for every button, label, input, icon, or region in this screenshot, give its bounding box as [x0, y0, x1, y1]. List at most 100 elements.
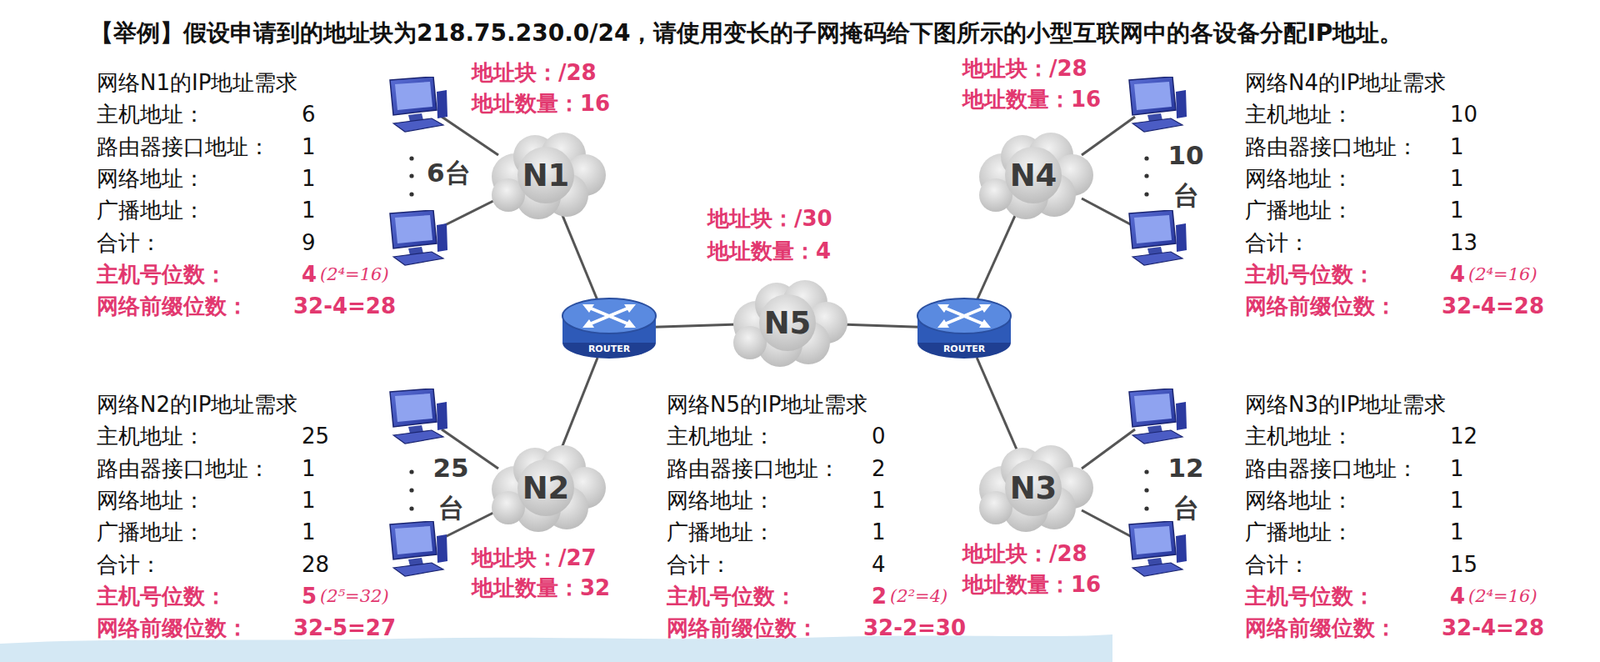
- field-name: 网络地址：: [1245, 487, 1354, 514]
- power-note: (2⁴=16): [1468, 264, 1537, 285]
- panel-heading: 网络N3的IP地址需求: [1245, 391, 1446, 418]
- address-block-note: 地址数量：32: [471, 575, 610, 601]
- field-value: 1: [1450, 134, 1465, 160]
- field-value: 2: [871, 583, 887, 610]
- field-name: 广播地址：: [96, 520, 205, 546]
- network-cloud: N1: [483, 128, 609, 222]
- field-value: 1: [871, 487, 886, 514]
- link-line: [560, 208, 598, 300]
- field-name: 网络前缀位数：: [96, 615, 249, 642]
- field-name: 合计：: [1245, 551, 1310, 578]
- field-value: 12: [1450, 424, 1478, 450]
- router-label: ROUTER: [588, 343, 630, 355]
- field-name: 网络前缀位数：: [96, 294, 249, 320]
- field-name: 主机地址：: [1245, 424, 1354, 450]
- field-name: 路由器接口地址：: [96, 455, 270, 482]
- link-line: [976, 357, 1019, 455]
- field-name: 合计：: [96, 551, 162, 578]
- network-cloud: N4: [970, 128, 1096, 222]
- field-name: 主机号位数：: [96, 261, 227, 288]
- network-cloud: N5: [725, 275, 850, 370]
- router-node: ROUTER: [915, 295, 1013, 361]
- field-value: 4: [1450, 583, 1465, 610]
- field-name: 主机地址：: [1245, 102, 1354, 129]
- address-block-note: 地址数量：4: [707, 238, 831, 265]
- field-name: 网络前缀位数：: [1245, 615, 1397, 642]
- field-value: 1: [301, 198, 316, 225]
- field-value: 1: [1450, 165, 1465, 192]
- network-cloud: N2: [483, 440, 609, 535]
- field-name: 路由器接口地址：: [96, 134, 270, 160]
- field-value: 6: [301, 102, 316, 129]
- leader-lines: [441, 116, 1135, 539]
- field-name: 广播地址：: [1245, 198, 1354, 225]
- link-line: [559, 357, 598, 455]
- field-value: 32-5=27: [293, 615, 396, 642]
- panel-heading: 网络N5的IP地址需求: [666, 391, 868, 418]
- host-count: 12 台: [1164, 447, 1208, 528]
- field-value: 32-4=28: [1441, 294, 1545, 320]
- network-name: N5: [764, 305, 812, 341]
- field-value: 4: [301, 261, 317, 288]
- address-block-note: 地址数量：16: [962, 86, 1101, 113]
- link-line: [977, 208, 1019, 300]
- field-value: 32-4=28: [293, 294, 396, 320]
- field-name: 合计：: [96, 230, 162, 256]
- address-block-note: 地址块：/28: [962, 55, 1088, 82]
- field-name: 路由器接口地址：: [1245, 134, 1419, 160]
- power-note: (2⁴=16): [1468, 585, 1537, 607]
- field-value: 1: [1450, 198, 1465, 225]
- power-note: (2²=4): [890, 585, 948, 607]
- panel-heading: 网络N4的IP地址需求: [1245, 70, 1446, 96]
- field-value: 0: [871, 424, 886, 450]
- link-line: [654, 324, 739, 327]
- field-name: 主机地址：: [96, 102, 205, 129]
- router-label: ROUTER: [943, 343, 985, 355]
- computers: [390, 76, 1187, 576]
- field-value: 1: [301, 165, 316, 192]
- network-name: N1: [522, 157, 570, 194]
- field-name: 网络前缀位数：: [666, 615, 819, 642]
- host-count: 10 台: [1164, 135, 1208, 215]
- field-value: 25: [301, 424, 330, 450]
- field-name: 网络地址：: [96, 487, 205, 514]
- panel-heading: 网络N1的IP地址需求: [96, 70, 298, 96]
- router-node: ROUTER: [560, 295, 658, 361]
- field-value: 32-2=30: [863, 615, 966, 642]
- field-value: 1: [1450, 455, 1465, 482]
- field-name: 网络地址：: [96, 165, 205, 192]
- address-block-note: 地址块：/27: [471, 545, 597, 571]
- address-block-note: 地址块：/28: [471, 60, 597, 86]
- network-name: N4: [1010, 157, 1058, 194]
- field-value: 5: [301, 583, 317, 610]
- field-value: 1: [301, 520, 316, 546]
- address-block-note: 地址数量：16: [471, 90, 610, 117]
- field-name: 路由器接口地址：: [1245, 455, 1419, 482]
- field-name: 主机号位数：: [96, 583, 227, 610]
- field-value: 10: [1450, 102, 1478, 129]
- network-name: N2: [522, 470, 570, 506]
- field-name: 网络地址：: [1245, 165, 1354, 192]
- field-name: 网络前缀位数：: [1245, 294, 1397, 320]
- title: 【举例】假设申请到的地址块为218.75.230.0/24，请使用变长的子网掩码…: [90, 19, 1403, 48]
- field-value: 2: [871, 455, 886, 482]
- address-block-note: 地址块：/28: [962, 540, 1088, 567]
- field-value: 13: [1450, 230, 1478, 256]
- field-name: 主机号位数：: [1245, 583, 1375, 610]
- field-name: 主机号位数：: [666, 583, 797, 610]
- field-name: 广播地址：: [666, 520, 775, 546]
- network-name: N3: [1010, 470, 1058, 506]
- field-value: 1: [301, 487, 316, 514]
- field-name: 广播地址：: [96, 198, 205, 225]
- field-value: 1: [871, 520, 886, 546]
- field-name: 合计：: [1245, 230, 1310, 256]
- host-count: 6台: [426, 157, 471, 189]
- host-count: 25 台: [429, 447, 473, 528]
- field-value: 32-4=28: [1441, 615, 1545, 642]
- ellipsis-dots: [409, 155, 1149, 510]
- field-value: 1: [1450, 487, 1465, 514]
- field-value: 4: [1450, 261, 1465, 288]
- address-block-note: 地址数量：16: [962, 571, 1101, 598]
- field-name: 网络地址：: [666, 487, 775, 514]
- field-name: 主机地址：: [666, 424, 775, 450]
